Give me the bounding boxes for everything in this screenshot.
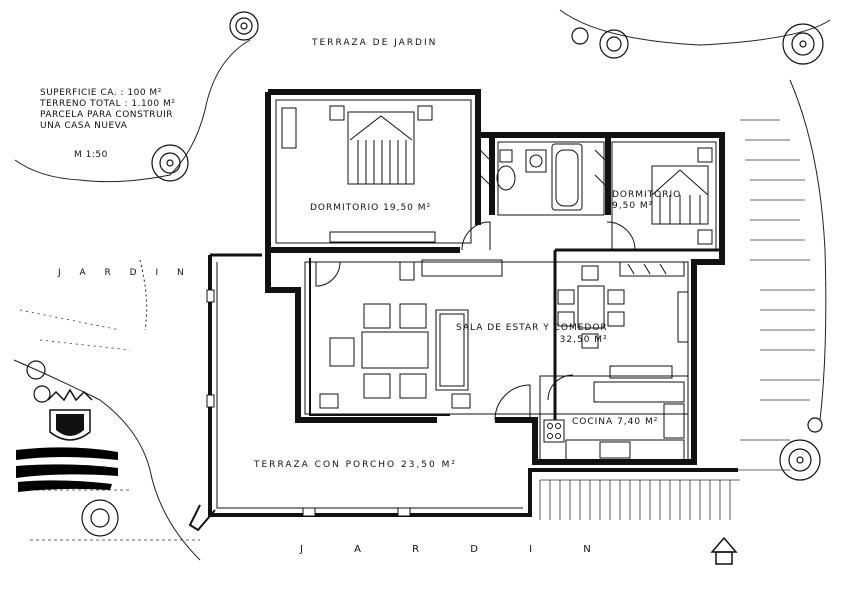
living-name: SALA DE ESTAR Y COMEDOR (456, 323, 608, 333)
living-label: SALA DE ESTAR Y COMEDOR 32,50 M² (456, 322, 608, 346)
coat-of-arms-icon (47, 388, 93, 441)
porch-name: TERRAZA CON PORCHO (254, 460, 397, 470)
kitchen-label: COCINA 7,40 M² (572, 417, 658, 427)
scale-label: M 1:50 (74, 150, 108, 160)
small-bedroom-name: DORMITORIO (612, 190, 682, 200)
kitchen-fixtures (543, 381, 685, 461)
bottom-garden-label: J A R D I N (300, 544, 615, 555)
small-bedroom-furniture (651, 147, 713, 245)
living-furniture (319, 259, 689, 409)
inner-walls (275, 99, 717, 463)
project-info: SUPERFICIE CA. : 100 M² TERRENO TOTAL : … (40, 88, 175, 161)
main-bedroom-label: DORMITORIO 19,50 M² (310, 203, 431, 213)
left-garden-label: J A R D I N (58, 268, 192, 278)
doors (315, 221, 636, 421)
kitchen-name: COCINA (572, 417, 614, 427)
bathroom-fixtures (479, 143, 606, 211)
kitchen-area: 7,40 M² (617, 417, 659, 427)
info-surface: SUPERFICIE CA. : 100 M² (40, 88, 162, 98)
small-bedroom-area: 9,50 M² (612, 201, 654, 211)
garden-hatching (19, 119, 820, 541)
house-walls (265, 89, 725, 465)
living-area: 32,50 M² (559, 335, 608, 345)
north-arrow-icon (710, 536, 738, 565)
info-house: UNA CASA NUEVA (40, 121, 128, 131)
porch-outline (188, 253, 738, 532)
redaction-bars (16, 447, 118, 492)
info-land: TERRENO TOTAL : 1.100 M² (40, 99, 176, 109)
main-bedroom-name: DORMITORIO (310, 203, 380, 213)
porch-area: 23,50 M² (400, 460, 457, 470)
info-plot: PARCELA PARA CONSTRUIR (40, 110, 173, 120)
main-bedroom-area: 19,50 M² (383, 203, 432, 213)
tree-icon (26, 11, 824, 537)
small-bedroom-label: DORMITORIO 9,50 M² (612, 190, 681, 212)
top-garden-label: TERRAZA DE JARDIN (312, 38, 438, 48)
garden-edges (13, 9, 831, 561)
porch-label: TERRAZA CON PORCHO 23,50 M² (254, 460, 457, 470)
main-bedroom-furniture (281, 105, 436, 243)
